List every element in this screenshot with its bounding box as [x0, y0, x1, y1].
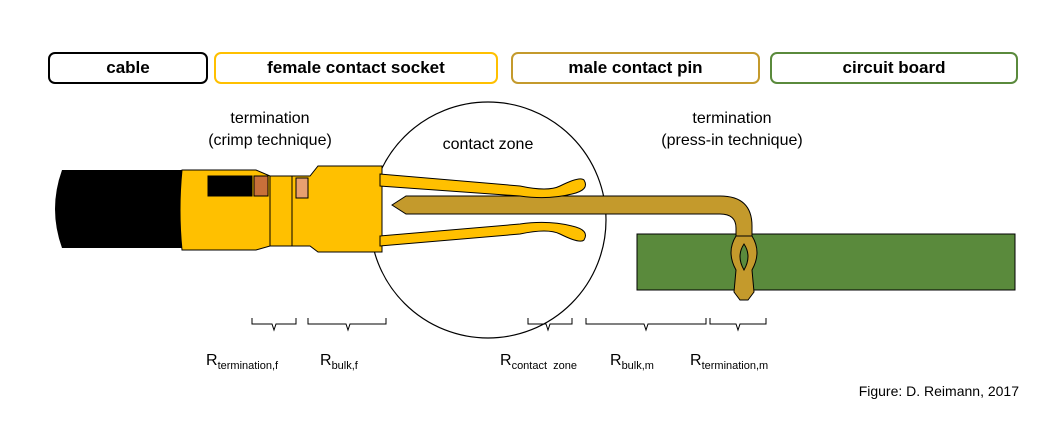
r-bulk-m-label: Rbulk,m: [610, 352, 654, 372]
contact-zone-label: contact zone: [442, 136, 534, 153]
female-contact-socket-box: female contact socket: [214, 52, 498, 84]
male-contact-pin-box-label: male contact pin: [568, 58, 703, 77]
termination-crimp-label: termination (crimp technique): [170, 108, 370, 152]
r-termination-f-label: Rtermination,f: [206, 352, 279, 372]
r-termination-m-label: Rtermination,m: [690, 352, 769, 372]
circuit-board-box-label: circuit board: [842, 58, 946, 77]
r-bulk-f-label: Rbulk,f: [320, 352, 358, 372]
r-contact-zone-label: Rcontact zone: [500, 352, 577, 372]
circuit-board: [636, 233, 1016, 291]
figure-credit: Figure: D. Reimann, 2017: [858, 383, 1019, 399]
termination-crimp-line1: termination: [230, 110, 310, 127]
cable-box-label: cable: [106, 58, 150, 77]
cable-box: cable: [48, 52, 208, 84]
female-contact-socket-box-label: female contact socket: [267, 58, 445, 77]
termination-press-in-line2: (press-in technique): [661, 132, 803, 149]
termination-crimp-line2: (crimp technique): [208, 132, 332, 149]
female-contact-socket: [179, 165, 586, 253]
cable: [55, 170, 200, 248]
circuit-board-box: circuit board: [770, 52, 1018, 84]
male-contact-pin: [391, 195, 758, 301]
male-contact-pin-box: male contact pin: [511, 52, 760, 84]
termination-press-in-line1: termination: [692, 110, 772, 127]
termination-press-in-label: termination (press-in technique): [622, 108, 842, 152]
resistance-braces: [251, 318, 767, 332]
